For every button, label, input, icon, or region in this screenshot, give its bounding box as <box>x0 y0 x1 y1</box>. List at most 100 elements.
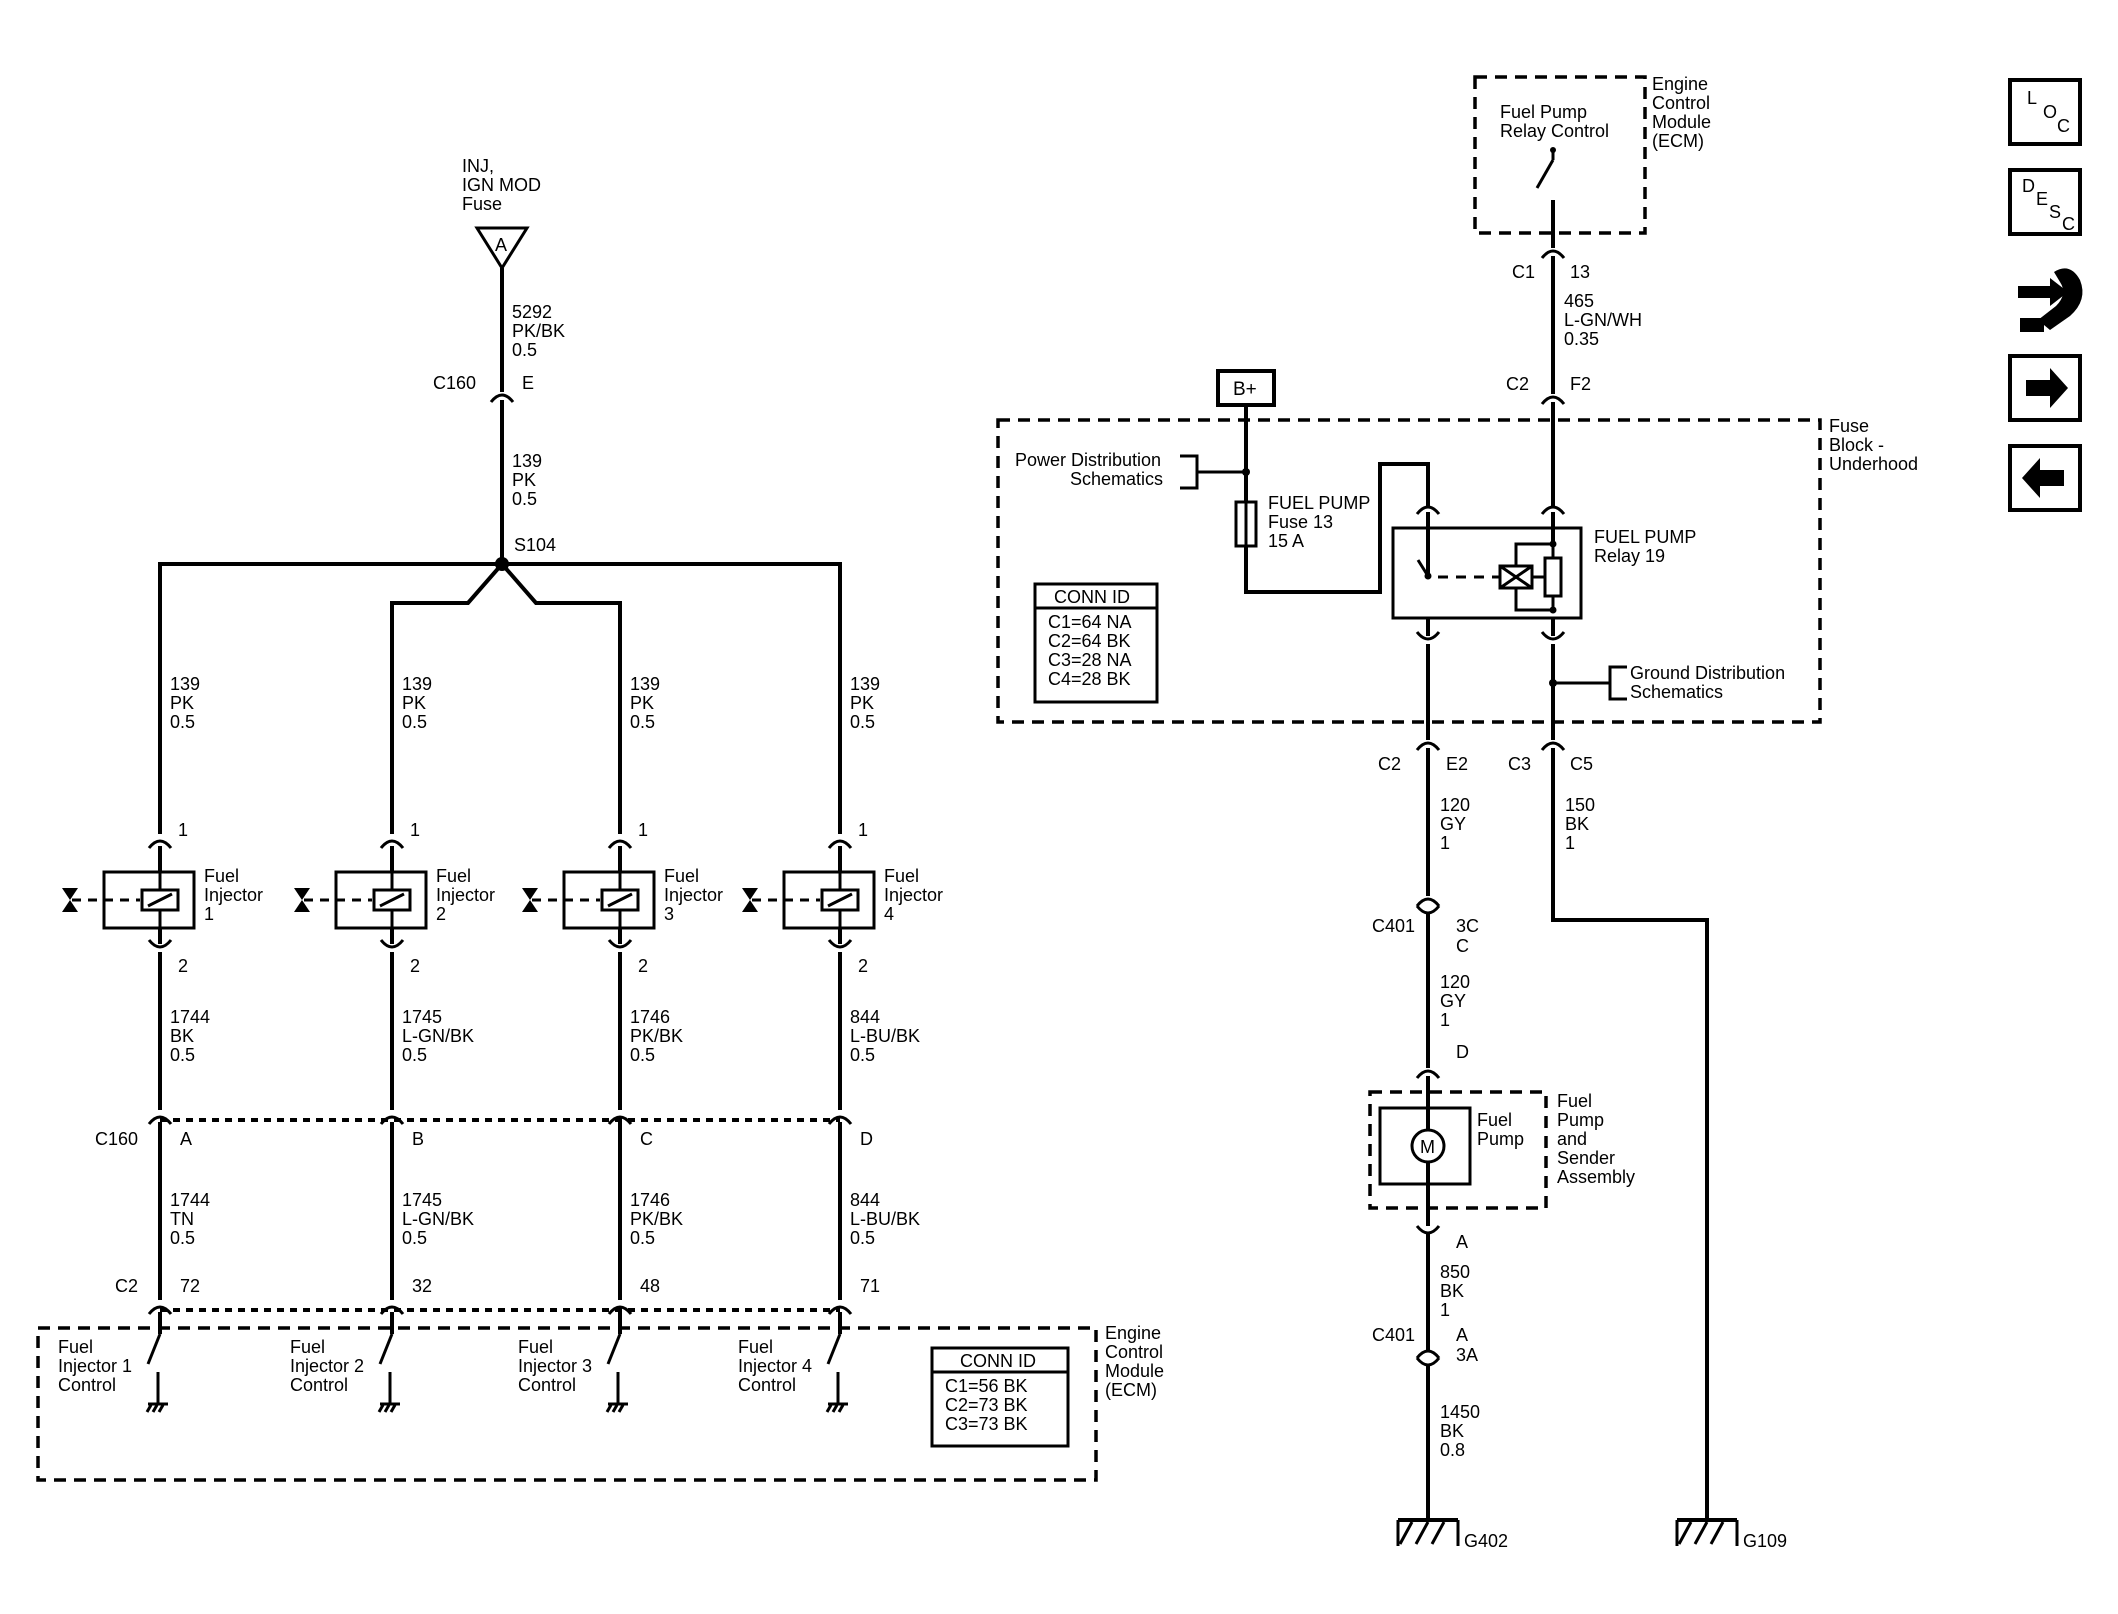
ecm-left-label-4: (ECM) <box>1105 1380 1157 1400</box>
wire-850-num: 850 <box>1440 1262 1470 1282</box>
c160-pin-e: E <box>522 373 534 393</box>
injector-4-wire-in-num: 139 <box>850 674 880 694</box>
injector-3-wire-out-color: PK/BK <box>630 1026 683 1046</box>
injector-3-wire-in-num: 139 <box>630 674 660 694</box>
injector-2-label-1: Fuel <box>436 866 471 886</box>
injector-1-wire-in-color: PK <box>170 693 194 713</box>
loc-l: L <box>2027 88 2037 108</box>
wire-139-num: 139 <box>512 451 542 471</box>
connector-view-button[interactable] <box>2018 268 2083 332</box>
wire-150 <box>1551 748 1709 1520</box>
injector-3-ecm-label-1: Fuel <box>518 1337 553 1357</box>
injector-2-pin2-icon <box>379 939 405 949</box>
injector-2-wire-ecm-num: 1745 <box>402 1190 442 1210</box>
wire-120a-gauge: 1 <box>1440 833 1450 853</box>
c401-bottom-pin1: A <box>1456 1325 1468 1345</box>
next-button[interactable] <box>2008 354 2082 422</box>
injector-1-wire-ecm-color: TN <box>170 1209 194 1229</box>
wire-120b-color: GY <box>1440 991 1466 1011</box>
injector-2-wire-ecm-gauge: 0.5 <box>402 1228 427 1248</box>
conn-id-left-row-2: C2=73 BK <box>945 1395 1028 1415</box>
wire-5292-num: 5292 <box>512 302 552 322</box>
wire-120a-num: 120 <box>1440 795 1470 815</box>
loc-button[interactable]: L O C <box>2008 78 2082 146</box>
pump-assembly-label-5: Assembly <box>1557 1167 1635 1187</box>
wire-5292-gauge: 0.5 <box>512 340 537 360</box>
pump-pin-a-icon <box>1415 1225 1441 1235</box>
injector-4-wire-out-gauge: 0.5 <box>850 1045 875 1065</box>
c3-c5-label: C3 <box>1508 754 1531 774</box>
c3-c5-pin: C5 <box>1570 754 1593 774</box>
injector-2-pin-out: 2 <box>410 956 420 976</box>
injector-4-ecm-pin: 71 <box>860 1276 880 1296</box>
injector-1-driver-switch-icon <box>146 1333 162 1365</box>
wire-120a-color: GY <box>1440 814 1466 834</box>
injector-2-pin1-icon <box>379 839 405 849</box>
injector-2-label-2: Injector <box>436 885 495 905</box>
fuse-triangle-icon <box>474 226 530 271</box>
conn-id-right-row-2: C2=64 BK <box>1048 631 1131 651</box>
wire-1450-num: 1450 <box>1440 1402 1480 1422</box>
conn-id-right-title: CONN ID <box>1054 587 1130 607</box>
pump-motor-label: M <box>1420 1137 1435 1157</box>
injector-4-wire-ecm-gauge: 0.5 <box>850 1228 875 1248</box>
c160-bottom-label: C160 <box>95 1129 138 1149</box>
desc-s: S <box>2049 202 2061 222</box>
c401-top-label: C401 <box>1372 916 1415 936</box>
injector-4-pin-out: 2 <box>858 956 868 976</box>
injector-2-wire-out-gauge: 0.5 <box>402 1045 427 1065</box>
g402-label: G402 <box>1464 1531 1508 1551</box>
injector-3-pin2-icon <box>607 939 633 949</box>
fuse13-output-wire <box>1244 462 1430 594</box>
ecm-left-label-1: Engine <box>1105 1323 1161 1343</box>
injector-2-wire-in-color: PK <box>402 693 426 713</box>
fuse13-label-3: 15 A <box>1268 531 1304 551</box>
ecm-box-left <box>36 1326 1098 1482</box>
injector-2-wire-out-color: L-GN/BK <box>402 1026 474 1046</box>
c2-e2-pin: E2 <box>1446 754 1468 774</box>
injector-3-wire-ecm-gauge: 0.5 <box>630 1228 655 1248</box>
injector-1-c160-pin: A <box>180 1129 192 1149</box>
pump-assembly-box <box>1368 1090 1548 1210</box>
wire-465-color: L-GN/WH <box>1564 310 1642 330</box>
loc-o: O <box>2043 102 2057 122</box>
injector-2-wire-ecm-color: L-GN/BK <box>402 1209 474 1229</box>
injector-4-valve-icon <box>742 888 758 912</box>
injector-column-3: 139PK0.51FuelInjector321746PK/BK0.5C1746… <box>518 674 723 1413</box>
connector-c401-top-lower-icon <box>1415 905 1441 915</box>
ecm-top-inner-1: Fuel Pump <box>1500 102 1587 122</box>
wire-850-gauge: 1 <box>1440 1300 1450 1320</box>
injector-2-wire-out-num: 1745 <box>402 1007 442 1027</box>
injector-4-ground-icon <box>825 1402 848 1413</box>
injector-3-ecm-label-2: Injector 3 <box>518 1356 592 1376</box>
bplus-label: B+ <box>1233 379 1257 400</box>
injector-1-ecm-label-3: Control <box>58 1375 116 1395</box>
injector-1-pin1-icon <box>147 839 173 849</box>
injector-4-c160-pin: D <box>860 1129 873 1149</box>
injector-1-pin-in: 1 <box>178 820 188 840</box>
desc-button[interactable]: D E S C <box>2008 168 2082 236</box>
injector-1-label-3: 1 <box>204 904 214 924</box>
injector-4-wire-ecm-color: L-BU/BK <box>850 1209 920 1229</box>
conn-id-table-right <box>1033 582 1159 704</box>
injector-1-ecm-pin: 72 <box>180 1276 200 1296</box>
conn-id-table-left <box>930 1346 1070 1448</box>
c1-label: C1 <box>1512 262 1535 282</box>
relay-pin-left-bottom-icon <box>1415 631 1441 641</box>
ground-dist-label-2: Schematics <box>1630 682 1723 702</box>
injector-2-label-3: 2 <box>436 904 446 924</box>
c2-e2-label: C2 <box>1378 754 1401 774</box>
injector-3-ground-icon <box>605 1402 628 1413</box>
wire-120b-num: 120 <box>1440 972 1470 992</box>
injector-4-label-1: Fuel <box>884 866 919 886</box>
loc-c: C <box>2057 116 2070 136</box>
injector-column-4: 139PK0.51FuelInjector42844L-BU/BK0.5D844… <box>738 674 943 1413</box>
ecm-top-inner-2: Relay Control <box>1500 121 1609 141</box>
injector-4-label-3: 4 <box>884 904 894 924</box>
relay-label-2: Relay 19 <box>1594 546 1665 566</box>
fuse-label-3: Fuse <box>462 194 502 214</box>
fuse-block-label-2: Block - <box>1829 435 1884 455</box>
injector-3-wire-out-num: 1746 <box>630 1007 670 1027</box>
previous-button[interactable] <box>2008 444 2082 512</box>
injector-3-wire-ecm-color: PK/BK <box>630 1209 683 1229</box>
